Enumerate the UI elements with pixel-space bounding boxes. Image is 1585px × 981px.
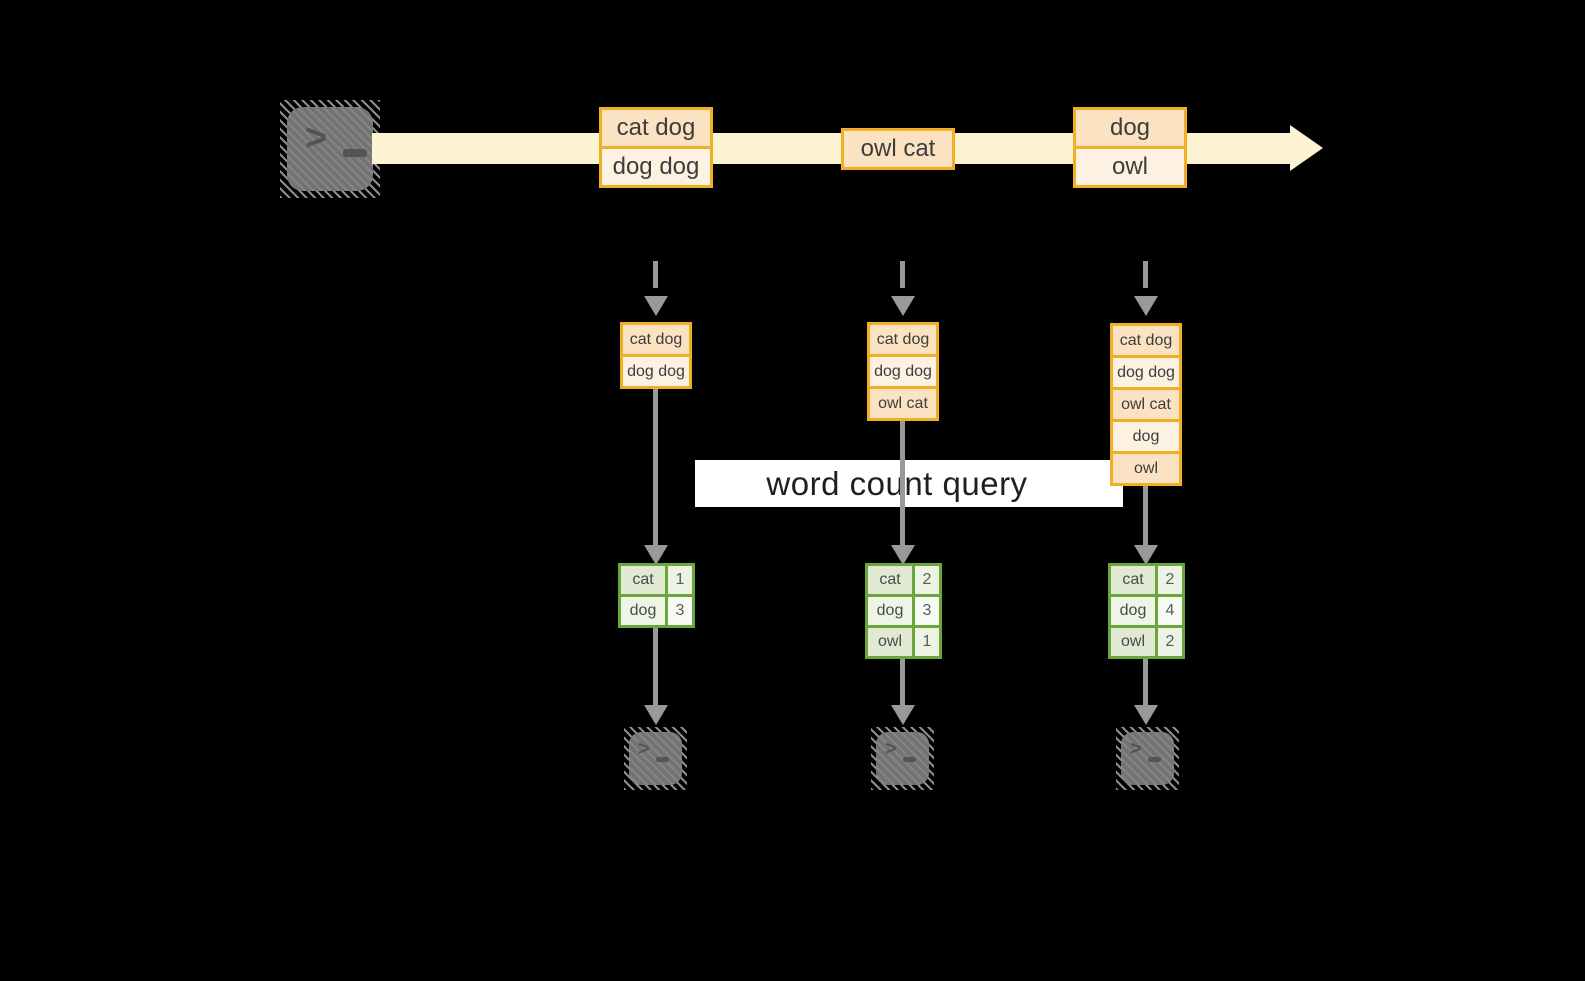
output-arrow-line bbox=[653, 628, 658, 707]
output-arrowhead-icon bbox=[644, 705, 668, 725]
query-label-bar: word count query bbox=[695, 460, 1123, 507]
buffer-line: owl cat bbox=[870, 389, 936, 418]
terminal-cursor-icon bbox=[1148, 757, 1161, 762]
count-value: 3 bbox=[915, 597, 939, 625]
buffer-line: dog bbox=[1113, 422, 1179, 451]
output-arrowhead-icon bbox=[1134, 705, 1158, 725]
event-line: dog bbox=[1076, 110, 1184, 146]
count-word: dog bbox=[1111, 597, 1155, 625]
count-value: 1 bbox=[668, 566, 692, 594]
ingest-arrowhead-icon bbox=[1134, 296, 1158, 316]
count-value: 1 bbox=[915, 628, 939, 656]
ingest-arrow-dash bbox=[900, 261, 905, 288]
event-box-1: cat dog dog dog bbox=[599, 107, 713, 188]
terminal-prompt-icon: > bbox=[885, 738, 897, 760]
count-value: 3 bbox=[668, 597, 692, 625]
query-arrow-line bbox=[653, 389, 658, 545]
event-box-3: dog owl bbox=[1073, 107, 1187, 188]
terminal-screen: > bbox=[629, 732, 682, 785]
terminal-screen: > bbox=[876, 732, 929, 785]
count-word: owl bbox=[868, 628, 912, 656]
terminal-icon: > bbox=[624, 727, 687, 790]
query-arrow-line bbox=[1143, 486, 1148, 545]
count-word: dog bbox=[868, 597, 912, 625]
event-box-2: owl cat bbox=[841, 128, 955, 170]
buffer-line: cat dog bbox=[623, 325, 689, 354]
terminal-prompt-icon: > bbox=[305, 117, 328, 159]
output-arrow-line bbox=[1143, 659, 1148, 707]
terminal-cursor-icon bbox=[343, 149, 367, 157]
count-word: cat bbox=[868, 566, 912, 594]
query-label: word count query bbox=[766, 464, 1028, 502]
buffer-line: owl cat bbox=[1113, 390, 1179, 419]
count-word: dog bbox=[621, 597, 665, 625]
ingest-arrowhead-icon bbox=[644, 296, 668, 316]
terminal-icon: > bbox=[280, 100, 380, 198]
terminal-icon: > bbox=[1116, 727, 1179, 790]
terminal-prompt-icon: > bbox=[1130, 738, 1142, 760]
query-arrowhead-icon bbox=[1134, 545, 1158, 565]
event-line: owl bbox=[1076, 149, 1184, 185]
terminal-screen: > bbox=[1121, 732, 1174, 785]
query-arrow-line bbox=[900, 421, 905, 545]
terminal-cursor-icon bbox=[656, 757, 669, 762]
buffer-box-1: cat dog dog dog bbox=[620, 322, 692, 389]
terminal-screen: > bbox=[287, 107, 373, 191]
terminal-prompt-icon: > bbox=[638, 738, 650, 760]
terminal-cursor-icon bbox=[903, 757, 916, 762]
event-line: owl cat bbox=[844, 131, 952, 167]
ingest-arrowhead-icon bbox=[891, 296, 915, 316]
count-table-3: cat 2 dog 4 owl 2 bbox=[1108, 563, 1185, 659]
buffer-line: owl bbox=[1113, 454, 1179, 483]
count-value: 2 bbox=[1158, 566, 1182, 594]
timeline-arrowhead-icon bbox=[1290, 125, 1323, 171]
output-arrowhead-icon bbox=[891, 705, 915, 725]
count-value: 2 bbox=[1158, 628, 1182, 656]
buffer-line: dog dog bbox=[623, 357, 689, 386]
count-word: owl bbox=[1111, 628, 1155, 656]
ingest-arrow-dash bbox=[1143, 261, 1148, 288]
count-word: cat bbox=[621, 566, 665, 594]
count-word: cat bbox=[1111, 566, 1155, 594]
query-arrowhead-icon bbox=[644, 545, 668, 565]
event-line: cat dog bbox=[602, 110, 710, 146]
count-value: 2 bbox=[915, 566, 939, 594]
buffer-box-2: cat dog dog dog owl cat bbox=[867, 322, 939, 421]
terminal-icon: > bbox=[871, 727, 934, 790]
buffer-line: cat dog bbox=[870, 325, 936, 354]
buffer-line: dog dog bbox=[1113, 358, 1179, 387]
output-arrow-line bbox=[900, 659, 905, 707]
ingest-arrow-dash bbox=[653, 261, 658, 288]
count-value: 4 bbox=[1158, 597, 1182, 625]
query-arrowhead-icon bbox=[891, 545, 915, 565]
count-table-1: cat 1 dog 3 bbox=[618, 563, 695, 628]
buffer-box-3: cat dog dog dog owl cat dog owl bbox=[1110, 323, 1182, 486]
count-table-2: cat 2 dog 3 owl 1 bbox=[865, 563, 942, 659]
buffer-line: dog dog bbox=[870, 357, 936, 386]
event-line: dog dog bbox=[602, 149, 710, 185]
buffer-line: cat dog bbox=[1113, 326, 1179, 355]
